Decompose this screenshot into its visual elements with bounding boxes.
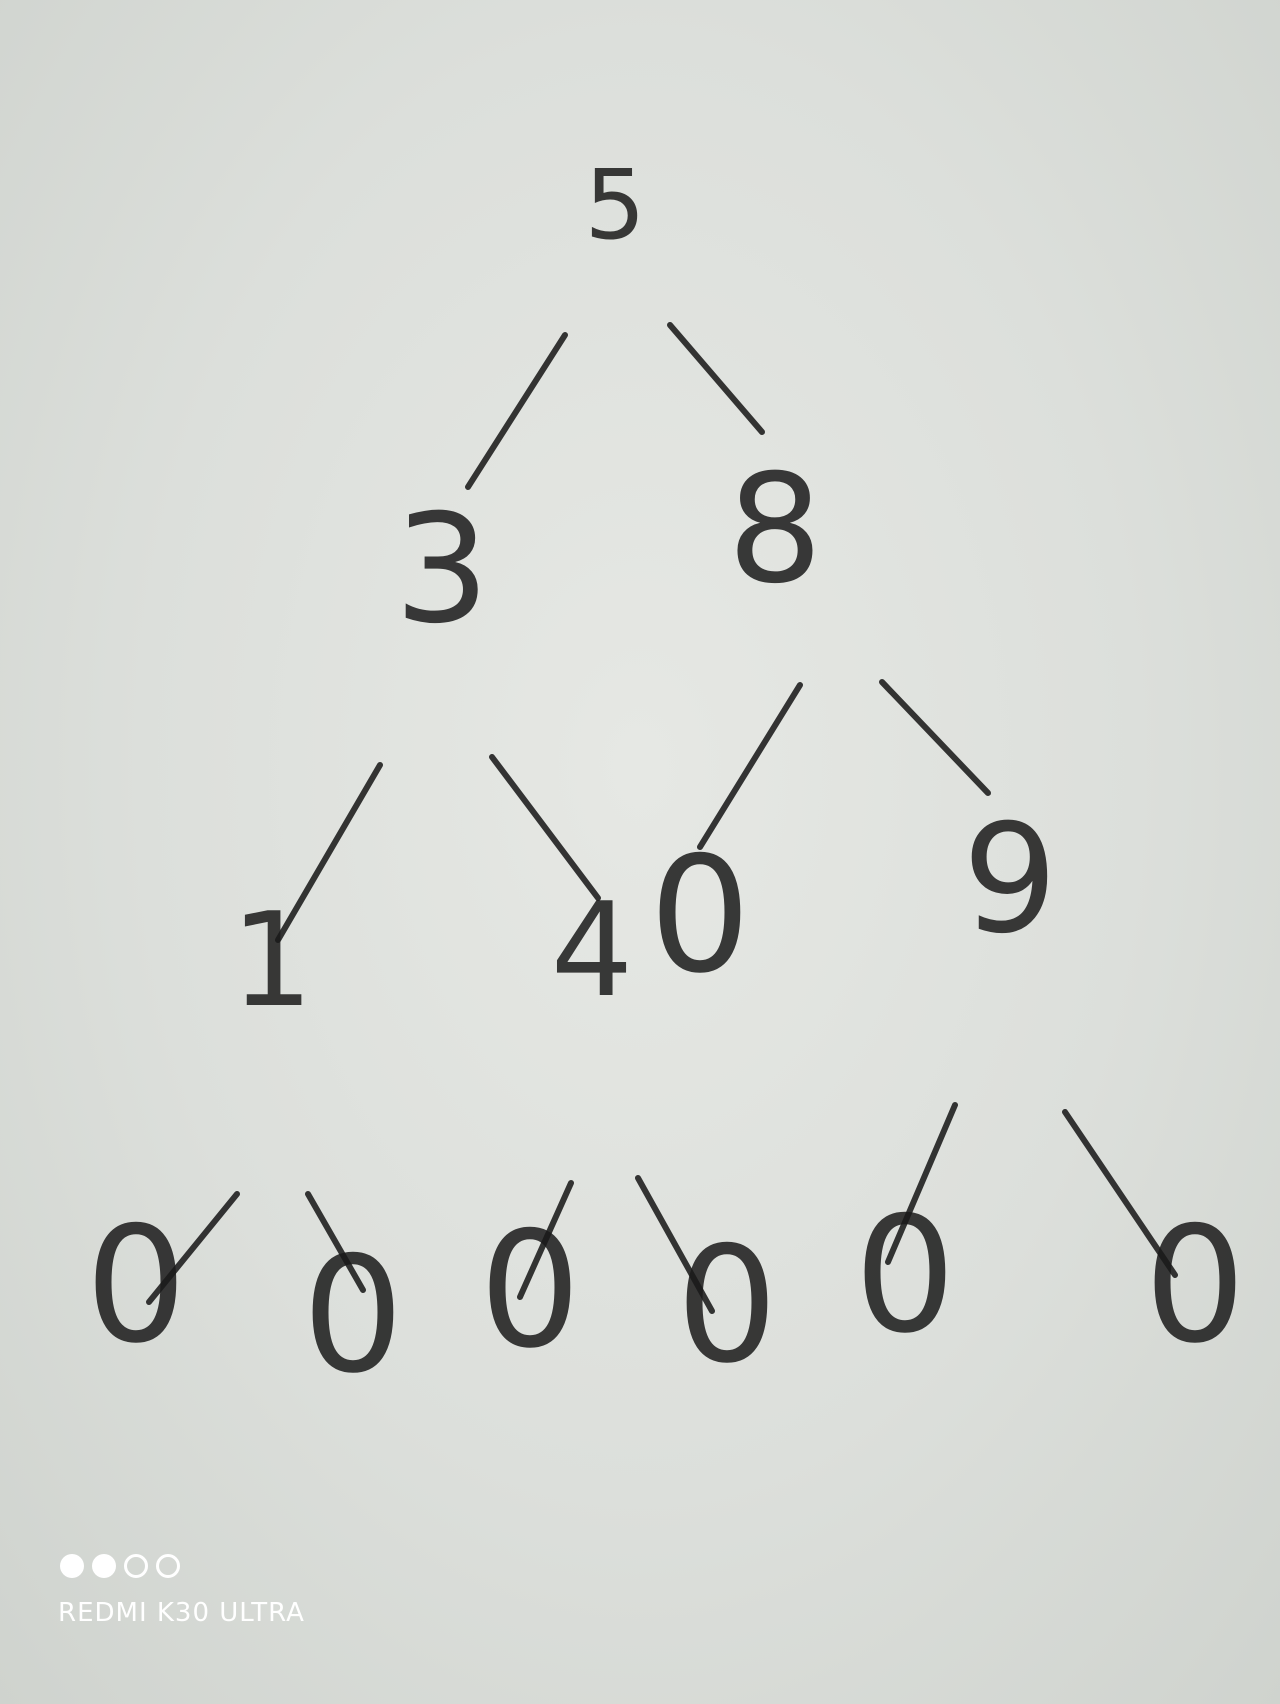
watermark-dot-4-icon: [156, 1554, 180, 1578]
watermark-dots: [60, 1554, 305, 1578]
watermark-dot-1-icon: [60, 1554, 84, 1578]
tree-node-3: 3: [394, 483, 489, 657]
tree-node-8: 8: [727, 443, 822, 617]
edge-n-9-to-n-leaf-6: [1062, 1109, 1178, 1278]
edge-n-8-to-n-0-mid: [697, 682, 803, 850]
tree-node-0-mid: 0: [649, 822, 751, 1009]
tree-node-1: 1: [231, 884, 314, 1036]
tree-node-leaf-4: 0: [676, 1212, 778, 1399]
edge-n-4-to-n-leaf-4: [635, 1175, 715, 1314]
edge-n-8-to-n-9: [879, 679, 991, 796]
edge-n-3-to-n-1: [275, 762, 383, 943]
edge-n-root-to-n-8: [667, 322, 765, 435]
tree-node-leaf-1: 0: [85, 1192, 187, 1379]
tree-node-leaf-3: 0: [479, 1197, 581, 1384]
edge-n-3-to-n-4: [489, 754, 601, 901]
device-name: REDMI K30 ULTRA: [58, 1598, 305, 1628]
edge-n-9-to-n-leaf-5: [885, 1102, 958, 1265]
tree-node-leaf-6: 0: [1144, 1192, 1246, 1379]
watermark-dot-2-icon: [92, 1554, 116, 1578]
tree-node-root: 5: [584, 149, 645, 261]
edge-n-1-to-n-leaf-2: [305, 1191, 366, 1293]
watermark-dot-3-icon: [124, 1554, 148, 1578]
tree-node-leaf-5: 0: [854, 1182, 956, 1369]
camera-watermark: REDMI K30 ULTRA: [58, 1554, 305, 1628]
tree-node-4: 4: [551, 874, 634, 1026]
tree-node-leaf-2: 0: [302, 1222, 404, 1409]
edge-n-1-to-n-leaf-1: [146, 1191, 240, 1305]
edge-n-4-to-n-leaf-3: [517, 1180, 574, 1300]
edge-n-root-to-n-3: [465, 332, 568, 490]
tree-node-9: 9: [962, 793, 1057, 967]
